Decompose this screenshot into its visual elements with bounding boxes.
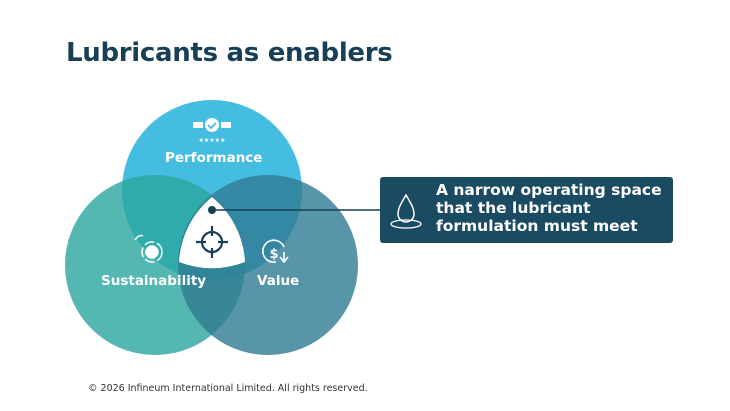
oil-drop-icon — [390, 193, 422, 229]
callout-box: A narrow operating space that the lubric… — [380, 177, 673, 243]
svg-text:$: $ — [269, 247, 278, 262]
connector-dot — [208, 206, 216, 214]
slide-title: Lubricants as enablers — [66, 38, 393, 68]
target-crosshair-icon — [196, 226, 228, 258]
dollar-down-icon: $ — [262, 239, 289, 264]
sustainability-label: Sustainability — [101, 273, 207, 289]
award-badge-icon: ★★★★★ — [193, 118, 231, 144]
copyright-footer: © 2026 Infineum International Limited. A… — [88, 383, 368, 394]
performance-label: Performance — [165, 150, 263, 166]
svg-text:★★★★★: ★★★★★ — [199, 137, 226, 144]
earth-cycle-icon — [134, 234, 163, 263]
callout-text: A narrow operating space that the lubric… — [436, 181, 662, 235]
value-label: Value — [257, 273, 300, 289]
